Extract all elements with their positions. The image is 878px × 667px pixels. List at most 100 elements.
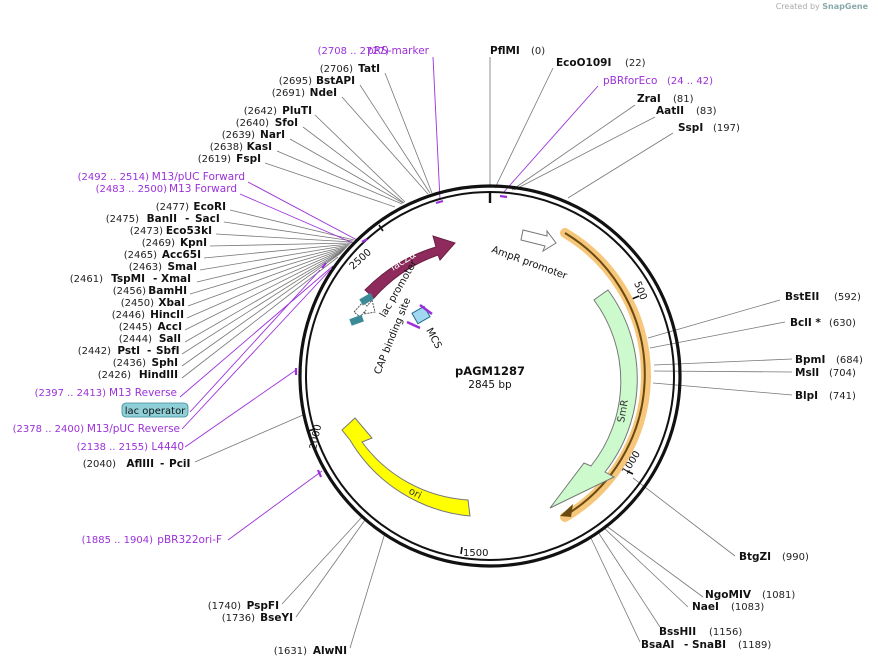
enzyme-label-kpni[interactable]: (2469)KpnI xyxy=(142,237,207,249)
enzyme-position: (990) xyxy=(782,552,809,563)
primer-position: (2378 .. 2400) xyxy=(13,424,85,435)
tick-label-1500: 1500 xyxy=(463,548,488,559)
enzyme-name-2: SnaBI xyxy=(692,639,726,651)
enzyme-position: (83) xyxy=(696,106,717,117)
enzyme-name: NgoMIV xyxy=(705,589,752,601)
enzyme-label-alwni[interactable]: (1631)AlwNI xyxy=(274,645,347,657)
enzyme-name-separator: - xyxy=(684,639,688,651)
enzyme-name-2: XmaI xyxy=(161,273,191,285)
enzyme-label-xbai[interactable]: (2450)XbaI xyxy=(121,297,185,309)
enzyme-label-psti-sbfi[interactable]: (2442)PstI-SbfI xyxy=(78,345,180,357)
enzyme-position: (2619) xyxy=(198,154,231,165)
enzyme-label-ndei[interactable]: (2691)NdeI xyxy=(272,87,337,99)
plasmid-name: pAGM1287 xyxy=(455,364,525,378)
enzyme-name: PstI xyxy=(117,345,140,357)
primer-marks xyxy=(294,194,508,478)
enzyme-name: BsaAI xyxy=(641,639,674,651)
lac-operator-label: lac operator xyxy=(125,406,186,417)
enzyme-label-sali[interactable]: (2444)SalI xyxy=(119,333,181,345)
enzyme-name: AccI xyxy=(158,321,182,333)
enzyme-name: SspI xyxy=(678,122,703,134)
primer-position: (2708 .. 2727) xyxy=(318,46,390,57)
enzyme-label-naei[interactable]: NaeI(1083) xyxy=(692,601,764,613)
ori-arrow xyxy=(341,417,471,517)
enzyme-label-fspi[interactable]: (2619) FspI xyxy=(198,153,261,165)
primer-label-m13-puc-forward[interactable]: (2492 .. 2514)M13/pUC Forward xyxy=(78,171,245,183)
enzyme-position: (2463) xyxy=(129,262,162,273)
primer-position: (2483 .. 2500) xyxy=(96,184,168,195)
primer-label-m13-forward[interactable]: (2483 .. 2500)M13 Forward xyxy=(96,183,237,195)
enzyme-position: (22) xyxy=(625,58,646,69)
enzyme-label-eco53ki[interactable]: (2473)Eco53kI xyxy=(130,225,212,237)
primer-label-prs-marker[interactable]: (2708 .. 2727)pRS-marker xyxy=(318,45,430,57)
enzyme-label-blpi[interactable]: BlpI(741) xyxy=(795,390,856,402)
enzyme-label-pluti[interactable]: (2642)PluTI xyxy=(244,105,312,117)
primer-label-l4440[interactable]: (2138 .. 2155)L4440 xyxy=(77,441,184,453)
primer-name: M13 Reverse xyxy=(109,387,177,399)
enzyme-label-sfoi[interactable]: (2640)SfoI xyxy=(236,117,298,129)
enzyme-name: PflMI xyxy=(490,45,520,57)
enzyme-label-tspmi-xmai[interactable]: (2461)TspMI-XmaI xyxy=(70,273,191,285)
enzyme-label-banii-saci[interactable]: (2475)BanII-SacI xyxy=(106,213,220,225)
enzyme-label-aatii[interactable]: AatII(83) xyxy=(656,105,717,117)
enzyme-label-acci[interactable]: (2445)AccI xyxy=(119,321,182,333)
enzyme-label-bsaai-snabi[interactable]: BsaAI-SnaBI(1189) xyxy=(641,639,771,651)
enzyme-name-separator: - xyxy=(153,273,157,285)
lac-operator-badge[interactable]: lac operator xyxy=(121,402,189,418)
enzyme-label-hincii[interactable]: (2446)HincII xyxy=(112,309,184,321)
enzyme-label-bsteii[interactable]: BstEII(592) xyxy=(785,291,861,303)
enzyme-label-kasi[interactable]: (2638) KasI xyxy=(210,141,272,153)
enzyme-label-nari[interactable]: (2639)NarI xyxy=(222,129,285,141)
mcs-box xyxy=(411,305,431,325)
primer-label-pbrforeco[interactable]: pBRforEco(24 .. 42) xyxy=(603,75,713,87)
enzyme-position: (1081) xyxy=(762,590,795,601)
primer-label-pbr322ori-f[interactable]: (1885 .. 1904)pBR322ori-F xyxy=(82,534,222,546)
cap-box-1 xyxy=(359,292,375,306)
mcs-label: MCS xyxy=(423,326,443,351)
enzyme-name: AflIII xyxy=(126,458,154,470)
enzyme-label-pflmi[interactable]: PflMI(0) xyxy=(490,45,545,57)
enzyme-position: (630) xyxy=(829,318,856,329)
enzyme-name: FspI xyxy=(236,153,261,165)
enzyme-label-zrai[interactable]: ZraI(81) xyxy=(637,93,694,105)
enzyme-label-tati[interactable]: (2706)TatI xyxy=(320,63,380,75)
enzyme-label-pspfi[interactable]: (1740)PspFI xyxy=(208,600,279,612)
enzyme-label-smai[interactable]: (2463) SmaI xyxy=(129,261,197,273)
enzyme-position: (2638) xyxy=(210,142,243,153)
enzyme-name: KasI xyxy=(247,141,272,153)
enzyme-label-bpmi[interactable]: BpmI(684) xyxy=(795,354,863,366)
backbone-outer xyxy=(298,184,682,568)
enzyme-position: (2465) xyxy=(124,250,157,261)
enzyme-label-bsshii[interactable]: BssHII(1156) xyxy=(659,626,742,638)
enzyme-label-hindiii[interactable]: (2426)HindIII xyxy=(98,369,178,381)
enzyme-label-btgzi[interactable]: BtgZI(990) xyxy=(739,551,809,563)
enzyme-label-afliii-pcii[interactable]: (2040)AflIII-PciI xyxy=(83,458,191,470)
plasmid-length: 2845 bp xyxy=(468,379,512,391)
primer-name: L4440 xyxy=(151,441,184,453)
enzyme-position: (1740) xyxy=(208,601,241,612)
enzyme-label-msli[interactable]: MslI(704) xyxy=(795,367,856,379)
enzyme-label-ecori[interactable]: (2477)EcoRI xyxy=(156,201,226,213)
enzyme-label-acc65i[interactable]: (2465)Acc65I xyxy=(124,249,201,261)
enzyme-label-sphi[interactable]: (2436)SphI xyxy=(113,357,178,369)
enzyme-name: MslI xyxy=(795,367,819,379)
enzyme-name: SmaI xyxy=(168,261,198,273)
enzyme-name-separator: - xyxy=(147,345,151,357)
enzyme-name: HindIII xyxy=(139,369,178,381)
enzyme-label-ecoo109i[interactable]: EcoO109I(22) xyxy=(556,57,646,69)
primer-label-m13-puc-reverse[interactable]: (2378 .. 2400)M13/pUC Reverse xyxy=(13,423,180,435)
enzyme-label-bamhi[interactable]: (2456)BamHI xyxy=(113,285,187,297)
enzyme-name: PluTI xyxy=(282,105,312,117)
enzyme-position: (1631) xyxy=(274,646,307,657)
enzyme-label-sspi[interactable]: SspI(197) xyxy=(678,122,740,134)
enzyme-label-bcli[interactable]: BclI *(630) xyxy=(790,317,856,329)
enzyme-name-2: SacI xyxy=(195,213,220,225)
enzyme-label-bstapi[interactable]: (2695)BstAPI xyxy=(279,75,355,87)
enzyme-name: BlpI xyxy=(795,390,818,402)
ampr-promoter-arrow xyxy=(520,229,557,253)
enzyme-name: SalI xyxy=(159,333,181,345)
enzyme-label-bseyi[interactable]: (1736)BseYI xyxy=(222,612,293,624)
enzyme-position: (2477) xyxy=(156,202,189,213)
enzyme-label-ngomiv[interactable]: NgoMIV (1081) xyxy=(705,589,795,601)
primer-label-m13-reverse[interactable]: (2397 .. 2413)M13 Reverse xyxy=(35,387,177,399)
